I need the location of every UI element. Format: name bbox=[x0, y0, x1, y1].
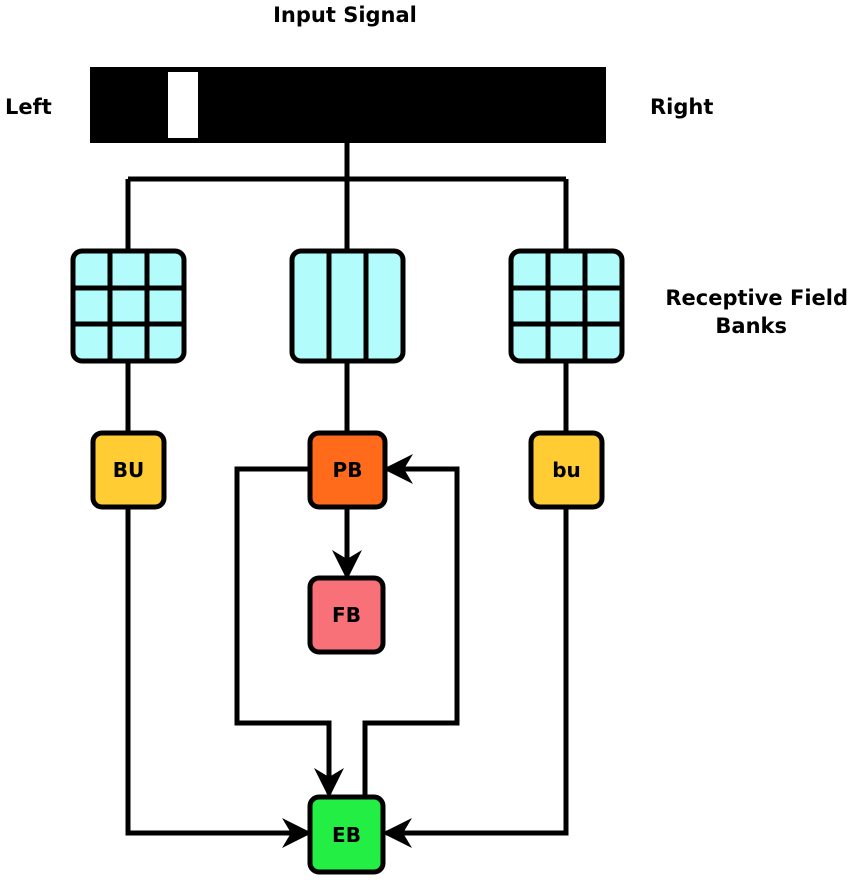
input-signal-bar bbox=[90, 67, 606, 143]
receptive-field-grid-right bbox=[508, 248, 625, 364]
node-bu-right: bu bbox=[528, 430, 605, 510]
line-eb-loop-to-pb bbox=[362, 454, 460, 797]
node-pb-label: PB bbox=[333, 458, 363, 482]
node-eb: EB bbox=[307, 794, 386, 875]
node-bu-left: BU bbox=[90, 430, 167, 510]
label-receptive-field: Receptive Field bbox=[665, 286, 848, 310]
node-fb: FB bbox=[307, 575, 386, 655]
label-left: Left bbox=[5, 95, 52, 119]
receptive-field-grid-center bbox=[289, 248, 406, 364]
node-bu-right-label: bu bbox=[552, 458, 581, 482]
node-bu-left-label: BU bbox=[113, 458, 144, 482]
connection-lines bbox=[125, 143, 569, 848]
receptive-field-grid-left bbox=[70, 248, 187, 364]
node-pb: PB bbox=[307, 430, 388, 510]
line-pb-loop-to-eb bbox=[234, 466, 344, 798]
line-bu-right-to-eb bbox=[382, 507, 569, 848]
title-input-signal: Input Signal bbox=[273, 3, 417, 27]
node-fb-label: FB bbox=[332, 603, 361, 627]
node-eb-label: EB bbox=[332, 823, 361, 847]
input-signal-marker bbox=[168, 72, 198, 138]
label-right: Right bbox=[650, 95, 713, 119]
line-bu-to-eb bbox=[125, 507, 312, 848]
label-banks: Banks bbox=[715, 314, 787, 338]
